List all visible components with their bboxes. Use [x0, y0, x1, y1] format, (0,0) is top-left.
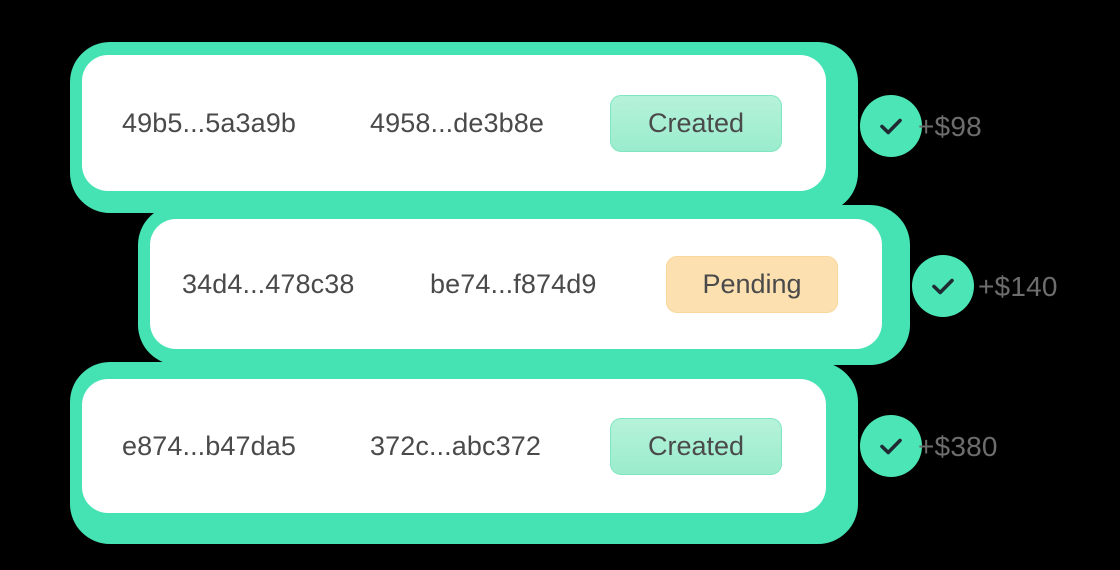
to-hash: be74...f874d9: [430, 268, 597, 299]
transaction-row-3[interactable]: e874...b47da5 372c...abc372 Created: [82, 379, 826, 513]
check-icon[interactable]: [860, 95, 922, 157]
transaction-row-1[interactable]: 49b5...5a3a9b 4958...de3b8e Created: [82, 55, 826, 191]
from-hash: 34d4...478c38: [182, 268, 355, 299]
transaction-amount: +$140: [978, 271, 1058, 302]
transaction-amount: +$98: [918, 111, 982, 142]
transaction-row-2[interactable]: 34d4...478c38 be74...f874d9 Pending: [150, 219, 882, 349]
to-hash: 372c...abc372: [370, 430, 541, 461]
transaction-amount: +$380: [918, 431, 998, 462]
status-badge[interactable]: Pending: [666, 255, 838, 313]
status-badge[interactable]: Created: [610, 94, 782, 152]
check-icon[interactable]: [860, 415, 922, 477]
check-icon[interactable]: [912, 255, 974, 317]
to-hash: 4958...de3b8e: [370, 107, 544, 138]
status-badge[interactable]: Created: [610, 417, 782, 475]
from-hash: e874...b47da5: [122, 430, 296, 461]
from-hash: 49b5...5a3a9b: [122, 107, 296, 138]
